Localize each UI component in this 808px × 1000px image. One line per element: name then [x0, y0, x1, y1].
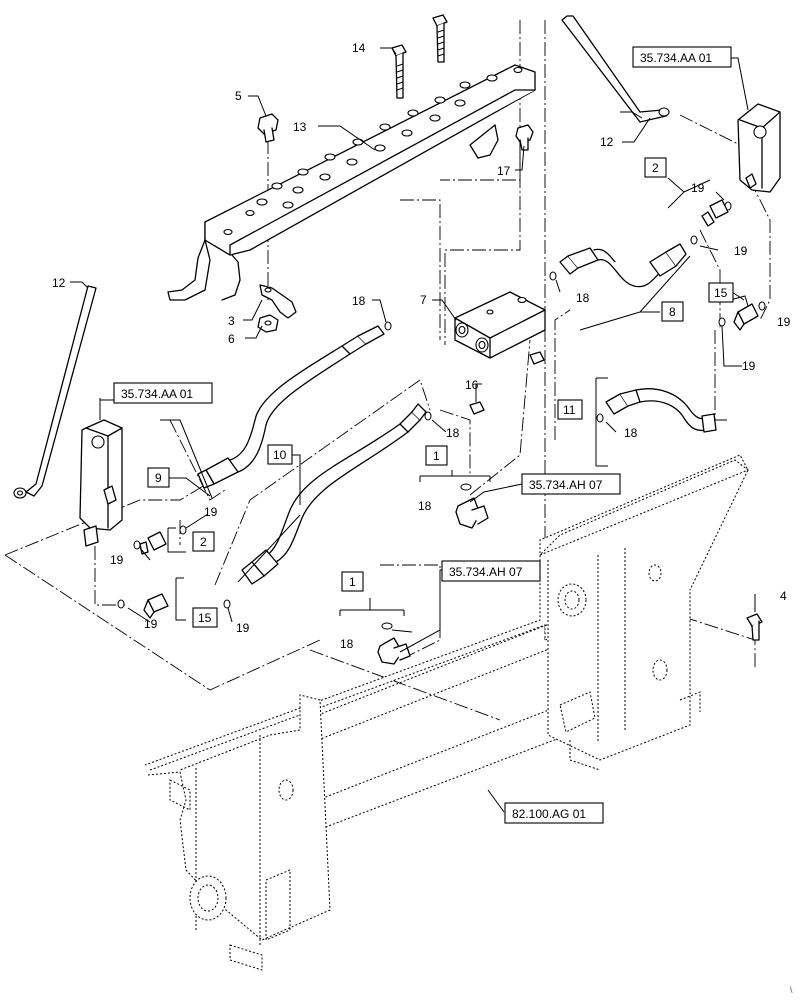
hose-part-8 [559, 243, 687, 288]
callout-14: 14 [352, 41, 366, 55]
corner-mark: \ [790, 985, 793, 995]
box-callout-15-right [708, 282, 734, 303]
callout-18-f: 18 [340, 637, 354, 651]
callout-19-e: 19 [204, 505, 218, 519]
box-callout-1-upper [425, 445, 448, 466]
bolt-part-14 [391, 44, 407, 99]
callout-1-upper: 1 [433, 449, 440, 463]
callout-6: 6 [228, 332, 235, 346]
cylinder-right [737, 103, 781, 193]
ref-cylinder-left: 35.734.AA 01 [121, 387, 193, 401]
callout-4: 4 [780, 589, 787, 603]
rod-part-12-left [13, 285, 97, 499]
callout-5: 5 [235, 89, 242, 103]
callout-15-right: 15 [714, 286, 728, 300]
bracket-part-3 [259, 284, 297, 319]
callout-18-c: 18 [576, 291, 590, 305]
rod-part-12-right [561, 15, 670, 123]
callout-1-lower: 1 [349, 575, 356, 589]
callout-2-left: 2 [200, 535, 207, 549]
ref-cylinder-right: 35.734.AA 01 [640, 51, 712, 65]
callout-18-d: 18 [624, 426, 638, 440]
callout-19-h: 19 [236, 621, 250, 635]
callout-16: 16 [465, 378, 479, 392]
cylinder-left [79, 419, 123, 547]
box-callout-2-left [192, 531, 215, 552]
callout-2-top: 2 [652, 161, 659, 175]
bolt-top [432, 14, 448, 63]
hose-part-10 [241, 403, 427, 585]
callout-19-b: 19 [734, 244, 748, 258]
callout-9: 9 [155, 471, 162, 485]
callout-13: 13 [293, 120, 307, 134]
box-callout-10 [267, 444, 293, 465]
ref-box-cylinder-left [113, 382, 213, 404]
callout-19-c: 19 [777, 315, 791, 329]
callout-12-left: 12 [52, 276, 66, 290]
ref-box-valve-lower [441, 560, 541, 582]
callout-19-g: 19 [144, 617, 158, 631]
box-callout-9 [147, 467, 170, 488]
reference-boxes: 35.734.AA 01 35.734.AA 01 35.734.AH 07 3… [113, 46, 732, 824]
hose-part-9 [197, 325, 385, 489]
callout-3: 3 [228, 314, 235, 328]
bolt-part-17 [515, 124, 534, 151]
ref-frame: 82.100.AG 01 [512, 807, 586, 821]
callout-19-f: 19 [110, 553, 124, 567]
box-callout-11 [557, 399, 583, 420]
box-callout-15-left [192, 607, 218, 628]
callout-10: 10 [273, 448, 287, 462]
callout-15-left: 15 [198, 611, 212, 625]
ref-box-cylinder-right [632, 46, 732, 68]
ref-valve-lower: 35.734.AH 07 [449, 565, 523, 579]
ref-box-valve-upper [521, 473, 621, 495]
plate-part-13 [167, 64, 536, 301]
hose-part-11 [605, 388, 717, 433]
callout-18-e: 18 [418, 499, 432, 513]
box-callout-1-lower [341, 571, 364, 592]
bolt-part-4 [746, 613, 763, 641]
callout-18-b: 18 [446, 426, 460, 440]
callout-17: 17 [497, 164, 511, 178]
ref-valve-upper: 35.734.AH 07 [529, 478, 603, 492]
boxed-callouts: 2 8 15 11 9 10 1 1 2 15 [147, 157, 734, 628]
box-callout-8 [661, 301, 684, 322]
ref-box-frame [504, 802, 604, 824]
fittings [117, 199, 766, 665]
frame-hidden [144, 454, 749, 971]
callout-19-a: 19 [691, 181, 705, 195]
valve-block-part-7 [454, 291, 546, 359]
callout-8: 8 [669, 305, 676, 319]
bolt-part-5 [257, 113, 279, 143]
callout-12-right: 12 [600, 135, 614, 149]
nut-part-6 [257, 314, 279, 333]
callout-18-a: 18 [352, 294, 366, 308]
box-callout-2-top [644, 157, 667, 178]
callout-11: 11 [563, 403, 576, 417]
screw-part-16 [469, 401, 485, 415]
callout-19-d: 19 [742, 359, 756, 373]
nut-small [529, 351, 545, 365]
callout-7: 7 [420, 293, 427, 307]
callout-labels: 5 14 13 3 6 17 7 18 16 18 12 12 18 18 18… [52, 41, 791, 651]
